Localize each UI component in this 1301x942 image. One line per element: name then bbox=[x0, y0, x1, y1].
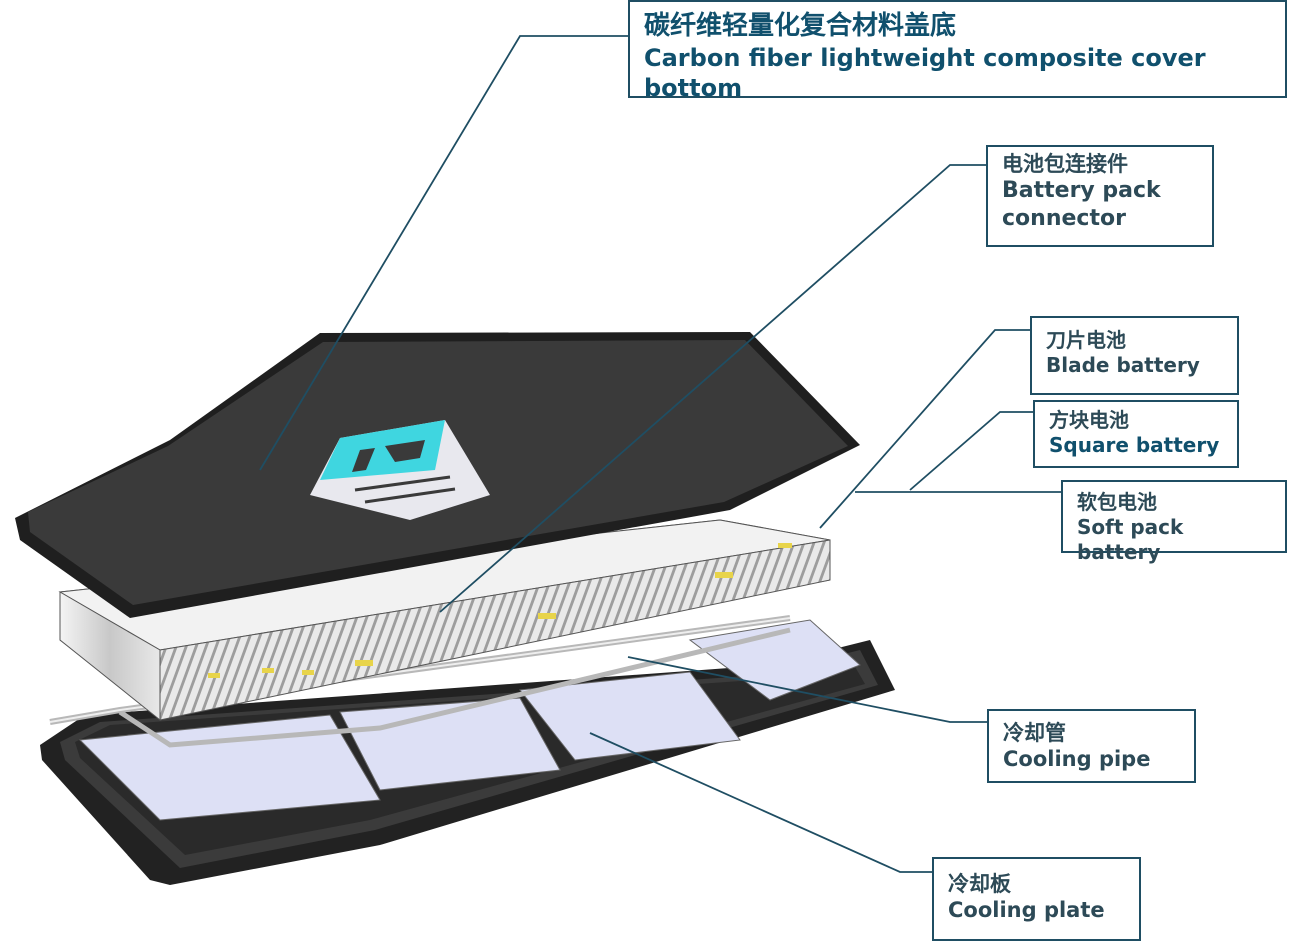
cover-label-en: Carbon fiber lightweight composite cover… bbox=[644, 43, 1206, 102]
callout-square: 方块电池 Square battery bbox=[1033, 400, 1239, 468]
plate-label-zh: 冷却板 bbox=[948, 872, 1011, 896]
connector-label-en-1: Battery pack bbox=[1002, 178, 1161, 204]
callout-blade: 刀片电池 Blade battery bbox=[1030, 316, 1239, 395]
battery-modules bbox=[58, 519, 831, 722]
leader-lines bbox=[259, 35, 1061, 873]
blade-label-zh: 刀片电池 bbox=[1046, 328, 1126, 352]
carbon-fiber-cover bbox=[15, 332, 860, 618]
connector-label-en-2: connector bbox=[1002, 205, 1126, 231]
callout-connector: 电池包连接件 Battery pack connector bbox=[986, 145, 1214, 247]
square-label-zh: 方块电池 bbox=[1049, 408, 1129, 432]
callout-cover: 碳纤维轻量化复合材料盖底 Carbon fiber lightweight co… bbox=[628, 0, 1287, 102]
cover-label-zh: 碳纤维轻量化复合材料盖底 bbox=[644, 11, 957, 41]
blade-label-en: Blade battery bbox=[1046, 353, 1200, 377]
callout-plate: 冷却板 Cooling plate bbox=[932, 857, 1141, 941]
plate-label-en: Cooling plate bbox=[948, 898, 1105, 923]
softpack-label-zh: 软包电池 bbox=[1077, 490, 1157, 514]
connector-label-zh: 电池包连接件 bbox=[1002, 152, 1128, 176]
brand-logo-icon bbox=[310, 420, 490, 520]
callout-softpack: 软包电池 Soft pack battery bbox=[1061, 480, 1287, 564]
square-label-en: Square battery bbox=[1049, 433, 1220, 457]
pipe-label-en: Cooling pipe bbox=[1003, 747, 1151, 772]
cooling-plate bbox=[78, 619, 861, 821]
softpack-label-en: Soft pack battery bbox=[1077, 515, 1184, 564]
callout-pipe: 冷却管 Cooling pipe bbox=[987, 709, 1196, 783]
cooling-pipe bbox=[49, 615, 791, 748]
pipe-label-zh: 冷却管 bbox=[1003, 721, 1066, 745]
